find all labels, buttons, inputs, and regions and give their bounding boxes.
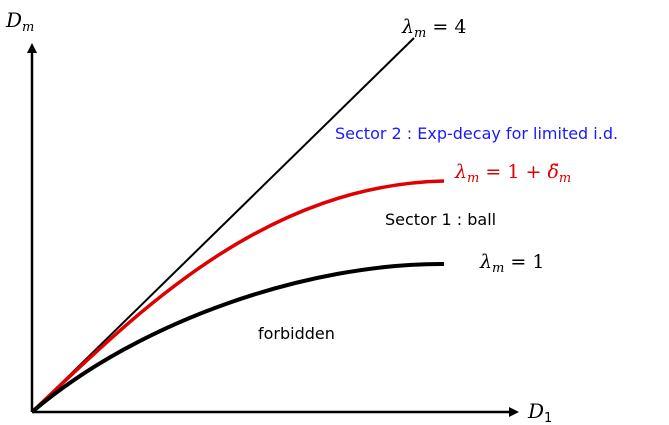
- red-curve-label: λm = 1 + δ̃m: [454, 161, 571, 186]
- lambda-1-curve: [30, 261, 445, 414]
- red-curve: [30, 179, 445, 414]
- sector-1-label: Sector 1 : ball: [385, 210, 496, 229]
- y-axis-label: Dm: [5, 8, 34, 35]
- x-axis-label: D1: [527, 399, 552, 425]
- forbidden-label: forbidden: [258, 324, 335, 343]
- sector-2-label: Sector 2 : Exp-decay for limited i.d.: [335, 124, 618, 143]
- lambda-4-line: [31, 37, 415, 413]
- lambda-4-label: λm = 4: [401, 16, 466, 41]
- lambda-1-label: λm = 1: [479, 251, 544, 276]
